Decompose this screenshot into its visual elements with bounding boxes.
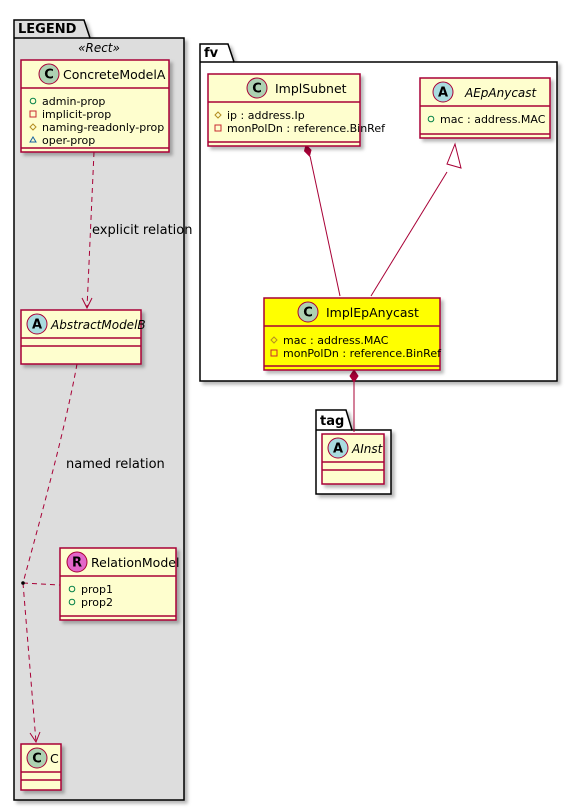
named-relation-arrowhead xyxy=(29,731,41,744)
class-kind-letter: C xyxy=(44,68,54,83)
package-visibility-icon xyxy=(29,136,37,143)
explicit-relation-label: explicit relation xyxy=(92,223,192,238)
prop-1: prop1 xyxy=(81,583,113,596)
legend-package-title: LEGEND xyxy=(18,22,77,37)
relation-junction-dot xyxy=(21,581,25,585)
public-visibility-icon xyxy=(68,598,76,606)
class-name: RelationModel xyxy=(91,555,179,570)
composition-diamond-ainst xyxy=(349,369,359,383)
public-visibility-icon xyxy=(29,97,37,105)
class-kind-letter: A xyxy=(333,442,343,457)
prop-admin: admin-prop xyxy=(42,95,105,108)
prop-mac: mac : address.MAC xyxy=(440,113,546,126)
composition-subnet-line xyxy=(309,155,341,297)
composition-diamond-subnet xyxy=(303,144,312,157)
class-c-icon xyxy=(297,301,319,323)
class-name: ConcreteModelA xyxy=(63,67,166,82)
class-abstract-model-b: A AbstractModelB xyxy=(20,309,146,365)
class-impl-ep-anycast: C ImplEpAnycast mac : address.MAC monPol… xyxy=(263,297,442,371)
generalization-triangle xyxy=(446,142,462,169)
prop-oper: oper-prop xyxy=(42,134,95,147)
prop-mon-pol-dn: monPolDn : reference.BinRef xyxy=(283,347,442,360)
class-c-icon xyxy=(246,77,268,99)
class-name: AEpAnycast xyxy=(464,86,538,100)
class-c: C C xyxy=(20,743,62,791)
explicit-relation-arrowhead xyxy=(81,297,93,310)
legend-stereotype: «Rect» xyxy=(78,41,120,55)
private-visibility-icon xyxy=(270,349,278,357)
class-name: C xyxy=(50,751,59,766)
class-r-icon xyxy=(66,551,88,573)
private-visibility-icon xyxy=(29,110,37,118)
class-relation-model: R RelationModel prop1 prop2 xyxy=(59,547,179,621)
class-name: ImplSubnet xyxy=(275,81,347,96)
named-relation-line-upper xyxy=(22,363,78,584)
class-ainst: A AInst xyxy=(321,433,385,485)
class-name: AbstractModelB xyxy=(50,318,146,332)
protected-visibility-icon xyxy=(214,111,222,119)
protected-visibility-icon xyxy=(270,336,278,344)
generalization-line xyxy=(370,171,448,297)
private-visibility-icon xyxy=(214,124,222,132)
fv-package-title: fv xyxy=(204,46,219,61)
class-a-icon xyxy=(327,437,349,459)
relations xyxy=(22,151,448,744)
class-c-icon xyxy=(38,63,60,85)
class-a-icon xyxy=(26,313,48,335)
prop-naming-readonly: naming-readonly-prop xyxy=(42,121,164,134)
relation-class-link xyxy=(22,582,61,586)
class-impl-subnet: C ImplSubnet ip : address.Ip monPolDn : … xyxy=(207,73,386,147)
class-a-icon xyxy=(432,81,454,103)
explicit-relation-line xyxy=(86,151,95,309)
prop-implicit: implicit-prop xyxy=(42,108,111,121)
class-aep-anycast: A AEpAnycast mac : address.MAC xyxy=(419,77,551,139)
prop-2: prop2 xyxy=(81,596,113,609)
class-kind-letter: A xyxy=(32,318,42,333)
prop-ip: ip : address.Ip xyxy=(227,109,305,122)
named-relation-label: named relation xyxy=(66,457,165,472)
class-kind-letter: R xyxy=(72,556,82,571)
class-name: ImplEpAnycast xyxy=(326,305,419,320)
prop-mon-pol-dn: monPolDn : reference.BinRef xyxy=(227,122,386,135)
class-c-icon xyxy=(26,747,48,769)
class-name: AInst xyxy=(351,442,384,456)
tag-package-title: tag xyxy=(320,414,344,429)
public-visibility-icon xyxy=(68,585,76,593)
class-kind-letter: C xyxy=(32,752,42,767)
protected-visibility-icon xyxy=(29,123,37,131)
class-kind-letter: C xyxy=(303,306,313,321)
prop-mac: mac : address.MAC xyxy=(283,334,389,347)
class-kind-letter: C xyxy=(252,82,262,97)
class-kind-letter: A xyxy=(438,86,448,101)
class-concrete-model-a: C ConcreteModelA admin-prop implicit-pro… xyxy=(20,59,170,153)
public-visibility-icon xyxy=(427,115,435,123)
